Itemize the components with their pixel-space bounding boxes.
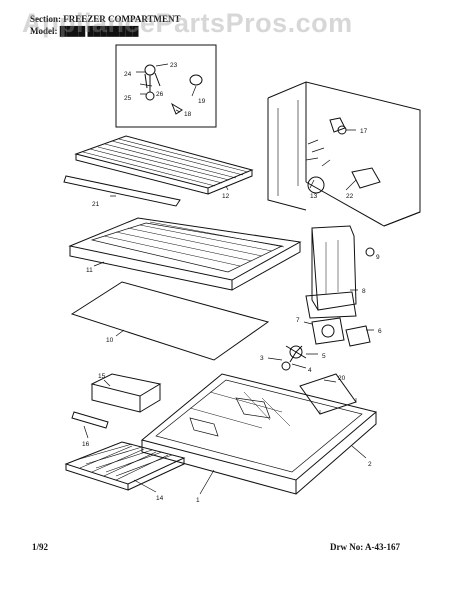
evaporator-cover (305, 225, 357, 319)
freezer-door-panel (299, 373, 357, 415)
callout-8: 8 (362, 288, 366, 295)
callout-23: 23 (170, 62, 178, 69)
callout-4: 4 (308, 367, 312, 374)
callout-22: 22 (346, 193, 354, 200)
callout-6: 6 (378, 328, 382, 335)
freezer-liner (267, 81, 421, 227)
callout-12: 12 (222, 193, 230, 200)
model-line: Model: ████ ████████ (30, 26, 139, 36)
callout-17: 17 (360, 128, 368, 135)
callout-18: 18 (184, 111, 192, 118)
callout-10: 10 (106, 337, 114, 344)
glass-shelf-frame (68, 217, 302, 291)
ice-bucket (90, 373, 162, 413)
wire-shelf (74, 135, 254, 195)
callout-11: 11 (86, 267, 93, 274)
callout-2: 2 (368, 461, 372, 468)
callout-26: 26 (156, 91, 164, 98)
drawing-number: Drw No: A-43-167 (330, 542, 400, 552)
revision-date: 1/92 (32, 542, 49, 552)
leader-lines (83, 63, 374, 495)
callout-7: 7 (296, 317, 300, 324)
tray-rail (71, 411, 109, 429)
screw (365, 247, 375, 257)
callout-5: 5 (322, 353, 326, 360)
ice-cube-tray (64, 441, 186, 491)
callout-15: 15 (98, 373, 106, 380)
callout-25: 25 (124, 95, 132, 102)
watermark-logo: AppliancePartsPros.com (22, 8, 353, 38)
section-title: Section: FREEZER COMPARTMENT (30, 14, 181, 24)
hardware-inset-box (115, 44, 217, 128)
callout-20: 20 (338, 375, 346, 382)
callout-19: 19 (198, 98, 206, 105)
shelf-trim (63, 175, 181, 207)
callout-14: 14 (156, 495, 164, 502)
callout-24: 24 (124, 71, 132, 78)
callout-9: 9 (376, 254, 380, 261)
callout-1: 1 (196, 497, 200, 504)
glass-panel (70, 281, 270, 361)
fan-motor-assembly (281, 317, 371, 371)
callout-16: 16 (82, 441, 90, 448)
callout-labels: 23 24 26 25 19 18 17 13 22 12 21 9 11 8 … (82, 62, 382, 504)
callout-13: 13 (310, 193, 318, 200)
hardware-items (144, 64, 203, 115)
freezer-cabinet-floor (140, 373, 378, 495)
callout-3: 3 (260, 355, 264, 362)
callout-21: 21 (92, 201, 100, 208)
